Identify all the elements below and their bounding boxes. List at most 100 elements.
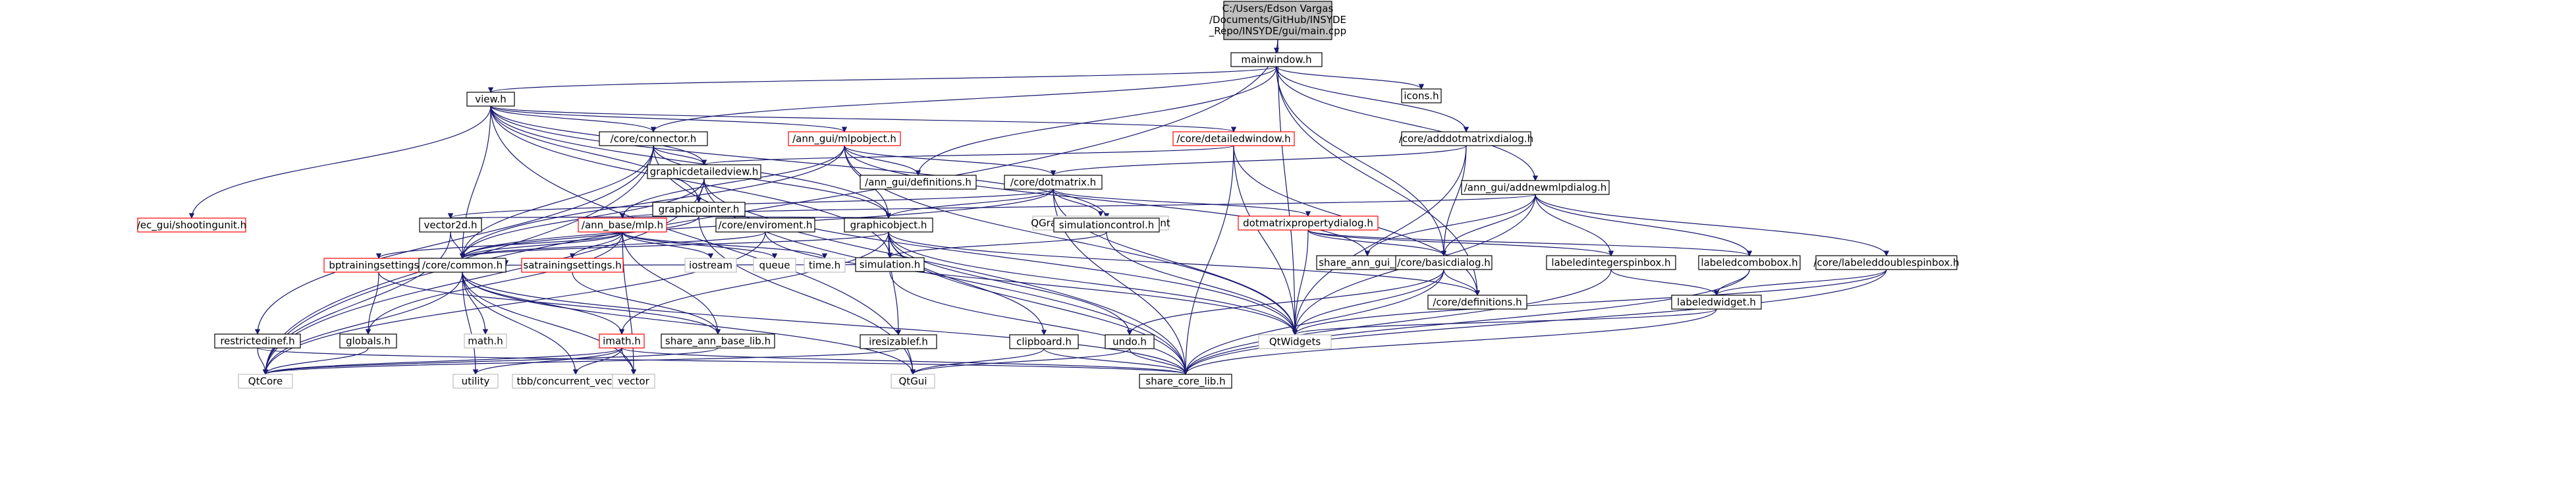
node-root[interactable]: C:/Users/Edson Vargas/Documents/GitHub/I… [1209, 1, 1346, 40]
node-basicdialog[interactable]: /core/basicdialog.h [1395, 255, 1493, 270]
edge-view-to-simulationcontrol [490, 105, 1110, 219]
node-imath[interactable]: imath.h [599, 333, 645, 349]
edge-connector-to-corecommon [459, 145, 654, 259]
node-iostream: iostream [684, 258, 737, 273]
node-box-dotmatrixprop [1238, 215, 1379, 231]
edge-mainwindow-to-connector [650, 66, 1277, 132]
node-label-dotmatrix: /core/dotmatrix.h [1010, 177, 1096, 188]
node-restrictedinef[interactable]: restrictedinef.h [214, 333, 301, 349]
node-box-annaddnewmlp [1461, 180, 1610, 195]
node-annmlpobject[interactable]: /ann_gui/mlpobject.h [788, 131, 901, 146]
node-utility: utility [452, 374, 499, 389]
node-clipboard[interactable]: clipboard.h [1009, 334, 1079, 349]
edge-detailedwindow-to-sharecore [1182, 145, 1234, 375]
node-label-annbasemlp: /ann_base/mlp.h [582, 219, 663, 232]
node-dotmatrix[interactable]: /core/dotmatrix.h [1004, 175, 1103, 190]
node-anndefinitions[interactable]: /ann_gui/definitions.h [860, 175, 977, 190]
edge-mainwindow-to-icons [1276, 66, 1425, 90]
node-shareannbase[interactable]: share_ann_base_lib.h [661, 333, 775, 349]
node-box-coredefinitions [1427, 295, 1527, 310]
node-detailedwindow[interactable]: /core/detailedwindow.h [1172, 131, 1295, 146]
edge-vector2d-to-qtcore [262, 231, 451, 375]
node-graphicobject[interactable]: graphicobject.h [844, 217, 933, 233]
edge-enviroment-to-qtwidgets [765, 231, 1298, 335]
node-bptraining[interactable]: bptrainingsettings.h [323, 258, 434, 273]
node-enviroment[interactable]: /core/enviroment.h [715, 217, 815, 233]
edge-dotmatrixprop-to-qtwidgets [1292, 229, 1309, 335]
node-annaddnewmlp[interactable]: /ann_gui/addnewmlpdialog.h [1461, 180, 1610, 195]
node-box-root [1223, 1, 1332, 40]
edge-undo-to-qtgui [910, 348, 1130, 375]
node-label-graphicpointer: graphicpointer.h [659, 204, 740, 215]
node-label-globals: globals.h [346, 335, 391, 347]
node-corecommon[interactable]: /core/common.h [418, 258, 507, 273]
node-icons[interactable]: icons.h [1401, 88, 1442, 103]
edge-labeledwidget-to-sharecore [1182, 308, 1717, 375]
node-ecgui[interactable]: /ec_gui/shootingunit.h [137, 217, 246, 233]
node-dotmatrixprop[interactable]: dotmatrixpropertydialog.h [1238, 215, 1379, 231]
node-labeledwidget[interactable]: labeledwidget.h [1671, 295, 1762, 310]
node-vector2d[interactable]: vector2d.h [419, 217, 482, 233]
node-view[interactable]: view.h [466, 92, 515, 107]
edge-clipboard-to-sharecore [1043, 348, 1189, 375]
edge-labeleddouble-to-labeledwidget [1713, 269, 1887, 296]
node-coredefinitions[interactable]: /core/definitions.h [1427, 295, 1527, 310]
node-mainwindow[interactable]: mainwindow.h [1230, 52, 1323, 67]
node-box-iostream [684, 258, 737, 273]
node-box-anndefinitions [860, 175, 977, 190]
node-label-labeledcombobox: labeledcombobox.h [1701, 257, 1797, 269]
node-label-icons: icons.h [1404, 90, 1439, 102]
node-label-restrictedinef: restrictedinef.h [220, 335, 294, 347]
nodes-layer: C:/Users/Edson Vargas/Documents/GitHub/I… [137, 1, 1959, 389]
node-box-qtcore [238, 374, 293, 389]
node-labeledcombobox[interactable]: labeledcombobox.h [1698, 255, 1801, 270]
edge-basicdialog-to-sharecore [1182, 269, 1444, 375]
edge-annbasemlp-to-corecommon [459, 231, 623, 259]
node-sharecore[interactable]: share_core_lib.h [1139, 374, 1232, 389]
node-label-sharecore: share_core_lib.h [1145, 376, 1225, 388]
node-label-labeledwidget: labeledwidget.h [1677, 297, 1756, 308]
node-mathh: math.h [464, 333, 507, 349]
edge-adddotmatrixdialog-to-dotmatrix [1051, 145, 1467, 176]
node-box-annmlpobject [788, 131, 901, 146]
node-label-simulationcontrol: simulationcontrol.h [1059, 219, 1154, 231]
node-undo[interactable]: undo.h [1105, 334, 1155, 349]
node-label-vectorstd: vector [618, 376, 649, 387]
edge-corecommon-to-tbbconcurrent [462, 272, 579, 375]
edge-imath-to-sharecore [621, 347, 1188, 375]
node-box-adddotmatrixdialog [1401, 131, 1531, 146]
node-annbasemlp[interactable]: /ann_base/mlp.h [578, 217, 667, 233]
node-labeledinteger[interactable]: labeledintegerspinbox.h [1546, 255, 1676, 270]
node-label-graphicobject: graphicobject.h [850, 219, 927, 231]
node-label-corecommon: /core/common.h [422, 260, 503, 272]
node-label-graphicdetailedview: graphicdetailedview.h [650, 166, 759, 178]
node-box-labeledinteger [1546, 255, 1676, 270]
node-connector[interactable]: /core/connector.h [599, 131, 708, 146]
node-label-tbbconcurrent: tbb/concurrent_vector.h [517, 376, 635, 388]
node-simulationh[interactable]: simulation.h [855, 257, 925, 272]
node-iresizable[interactable]: iresizablef.h [860, 334, 937, 349]
edge-corecommon-to-utility [462, 272, 479, 375]
edge-graphicobject-to-imath [618, 231, 889, 335]
root-file-label: C:/Users/Edson Vargas/Documents/GitHub/I… [1209, 3, 1346, 38]
edge-undo-to-sharecore [1129, 348, 1189, 375]
edge-graphicobject-to-coredefinitions [888, 231, 1481, 296]
node-graphicdetailedview[interactable]: graphicdetailedview.h [647, 164, 761, 179]
edge-dotmatrixprop-to-labeledcombobox [1307, 229, 1752, 256]
node-label-annaddnewmlp: /ann_gui/addnewmlpdialog.h [1464, 182, 1607, 194]
node-labeleddouble[interactable]: /core/labeleddoublespinbox.h [1813, 255, 1959, 270]
node-box-queue [753, 258, 796, 273]
node-globals[interactable]: globals.h [339, 333, 397, 349]
edge-graphicobject-to-clipboard [888, 231, 1047, 335]
node-adddotmatrixdialog[interactable]: /core/adddotmatrixdialog.h [1399, 131, 1533, 146]
node-label-ecgui: /ec_gui/shootingunit.h [137, 219, 246, 232]
node-graphicpointer[interactable]: graphicpointer.h [652, 202, 746, 217]
node-satraining[interactable]: satrainingsettings.h [521, 258, 624, 273]
edge-corecommon-to-sharecore [462, 272, 1189, 375]
node-simulationcontrol[interactable]: simulationcontrol.h [1053, 217, 1160, 233]
node-box-graphicobject [844, 217, 933, 233]
node-label-undo: undo.h [1112, 336, 1147, 348]
node-label-queue: queue [759, 260, 790, 272]
edge-annbasemlp-to-vectorstd [622, 231, 637, 375]
node-shareanngui[interactable]: share_ann_gui_lib.h [1316, 255, 1419, 270]
